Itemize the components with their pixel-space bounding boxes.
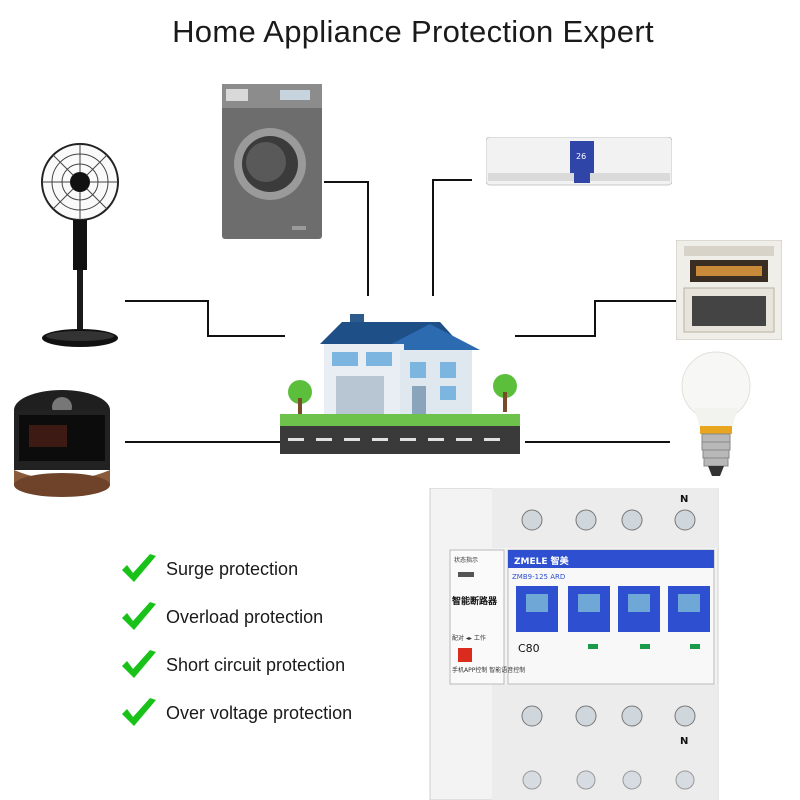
house-icon [280, 314, 520, 454]
feature-item: Short circuit protection [120, 649, 345, 681]
feature-label: Overload protection [166, 606, 324, 627]
breaker-status-label: 状态指示 [454, 556, 478, 564]
washing-machine-icon [222, 84, 322, 239]
terminal-label-bottom: N [680, 736, 688, 747]
terminal-screws [521, 509, 696, 790]
breaker-brand: ZMELE 智美 [514, 555, 570, 567]
electric-fan-icon [41, 143, 119, 347]
feature-label: Surge protection [166, 558, 299, 579]
fan-connector [125, 300, 285, 337]
feature-item: Overload protection [120, 601, 323, 633]
washer-connector [324, 181, 369, 296]
oven-connector [515, 300, 676, 337]
checkmark-icon [122, 602, 156, 630]
breaker-name: 智能断路器 [452, 595, 498, 607]
rice-cooker-icon [14, 390, 110, 497]
breaker-rating: C80 [518, 642, 540, 655]
feature-label: Over voltage protection [166, 702, 353, 723]
checkmark-icon [122, 650, 156, 678]
feature-item: Over voltage protection [120, 697, 352, 729]
breaker-control-label: 手机APP控制 智能语音控制 [452, 666, 525, 674]
checkmark-icon [122, 554, 156, 582]
oven-icon [676, 240, 782, 340]
ac-connector [432, 179, 472, 296]
checkmark-icon [122, 698, 156, 726]
breaker-pair-label: 配对 ◂▸ 工作 [452, 634, 486, 642]
terminal-label-top: N [680, 494, 688, 505]
feature-item: Surge protection [120, 553, 298, 585]
feature-label: Short circuit protection [166, 654, 346, 675]
page-title: Home Appliance Protection Expert [172, 14, 654, 49]
light-bulb-icon [681, 351, 751, 476]
svg-text:26: 26 [576, 152, 586, 161]
smart-breaker-device: ZMELE 智美 ZMB9-125 ARD 状态指示 智能断路器 配对 ◂▸ 工… [429, 488, 719, 800]
air-conditioner-icon: 26 [486, 137, 672, 186]
breaker-model: ZMB9-125 ARD [512, 573, 565, 581]
